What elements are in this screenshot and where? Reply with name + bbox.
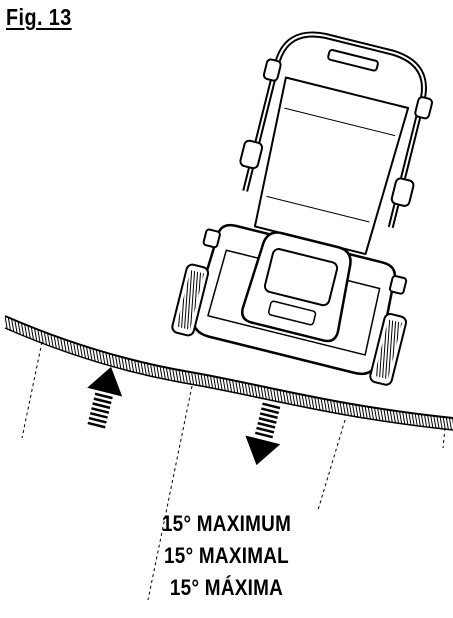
dashed-reference-lines xyxy=(21,341,446,601)
slope-ground xyxy=(4,315,453,431)
slope-limit-captions: 15° MAXIMUM 15° MAXIMAL 15° MÁXIMA xyxy=(0,508,453,604)
figure-label: Fig. 13 xyxy=(6,4,72,30)
lawn-mower-icon xyxy=(171,31,434,386)
mower-wheel-left xyxy=(171,263,210,337)
up-arrow-icon xyxy=(87,366,123,429)
caption-german: 15° MAXIMAL xyxy=(164,543,289,568)
down-arrow-icon xyxy=(245,402,281,466)
mower-wheel-right xyxy=(369,312,408,386)
caption-english: 15° MAXIMUM xyxy=(161,511,292,536)
caption-spanish: 15° MÁXIMA xyxy=(169,575,284,600)
